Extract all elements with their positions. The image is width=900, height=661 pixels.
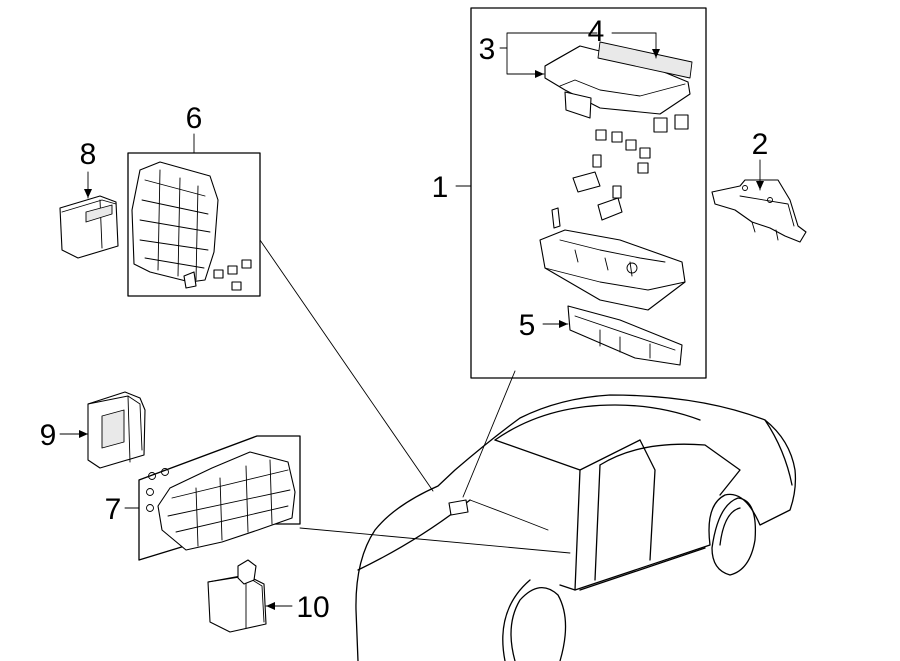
clip (551, 207, 561, 229)
relay-a (572, 171, 601, 193)
fuses (592, 114, 689, 199)
callout-9: 9 (40, 419, 57, 452)
callout-numbers: 1 2 3 4 5 6 7 8 9 10 (40, 15, 769, 624)
box-part-1 (470, 7, 707, 379)
leader-line-box6 (259, 239, 434, 492)
module-part-9 (87, 391, 146, 469)
label-sticker (597, 41, 693, 79)
module-part-10 (207, 559, 267, 633)
callout-8: 8 (80, 138, 97, 171)
callout-4: 4 (588, 15, 605, 48)
box-part-7 (138, 435, 301, 561)
lower-cover (567, 305, 683, 366)
callout-2: 2 (752, 128, 769, 161)
relay-b (597, 197, 623, 221)
vehicle-outline (355, 394, 797, 661)
callout-6: 6 (186, 102, 203, 135)
leader-line-box7 (299, 527, 571, 554)
module-part-8 (59, 195, 119, 259)
callout-3: 3 (479, 33, 496, 66)
callout-10: 10 (296, 591, 329, 624)
box-part-6 (127, 152, 261, 297)
leader-line-box1 (462, 370, 516, 498)
under-dash-fuse-box (157, 451, 296, 551)
bracket-part-2 (711, 179, 807, 243)
callout-leaders (59, 32, 764, 610)
callout-5: 5 (519, 309, 536, 342)
callout-7: 7 (105, 493, 122, 526)
fuse-box-base (539, 229, 686, 311)
callout-1: 1 (432, 171, 449, 204)
